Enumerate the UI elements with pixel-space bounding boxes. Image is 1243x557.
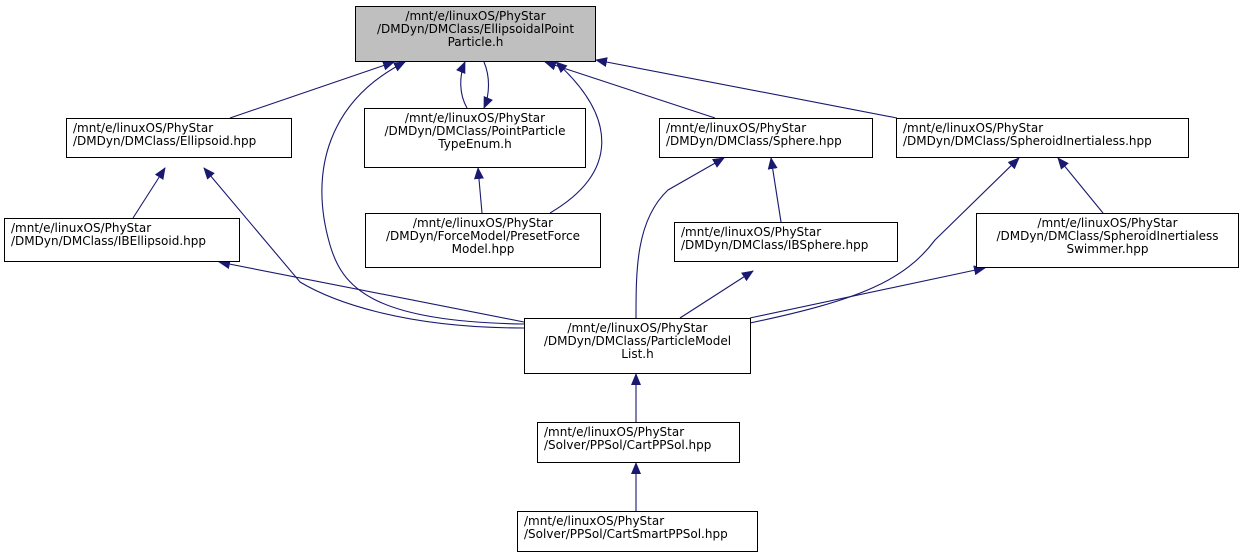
node-spheroid-inertialess-swimmer[interactable]: /mnt/e/linuxOS/PhyStar /DMDyn/DMClass/Sp… <box>976 213 1239 268</box>
edge-particle-model-list-to-ellipsoid <box>203 167 525 329</box>
node-spheroid-inertialess[interactable]: /mnt/e/linuxOS/PhyStar /DMDyn/DMClass/Sp… <box>896 118 1189 158</box>
node-line: /mnt/e/linuxOS/PhyStar <box>567 321 708 335</box>
node-ellipsoid[interactable]: /mnt/e/linuxOS/PhyStar /DMDyn/DMClass/El… <box>66 118 292 158</box>
node-preset-force-model[interactable]: /mnt/e/linuxOS/PhyStar /DMDyn/ForceModel… <box>365 213 601 268</box>
node-particle-model-list[interactable]: /mnt/e/linuxOS/PhyStar /DMDyn/DMClass/Pa… <box>524 318 751 374</box>
node-ellipsoidal-point-particle: /mnt/e/linuxOS/PhyStar /DMDyn/DMClass/El… <box>355 6 596 62</box>
edge-spheroid-inertialess-swimmer-to-spheroid-inertialess <box>1057 157 1104 214</box>
node-line: /mnt/e/linuxOS/PhyStar <box>903 121 1044 135</box>
node-line: /mnt/e/linuxOS/PhyStar <box>412 216 554 230</box>
edge-point-particle-type-enum-to-ellipsoidal-point-particle <box>456 61 468 109</box>
edge-particle-model-list-to-ib-sphere <box>679 270 754 319</box>
node-sphere[interactable]: /mnt/e/linuxOS/PhyStar /DMDyn/DMClass/Sp… <box>659 118 873 158</box>
edge-ellipsoidal-point-particle-to-point-particle-type-enum <box>483 61 493 109</box>
node-line: /DMDyn/DMClass/SpheroidInertialess <box>996 229 1219 243</box>
edge-ellipsoid-to-ellipsoidal-point-particle <box>229 60 395 119</box>
edge-preset-force-model-to-ellipsoidal-point-particle <box>549 61 603 214</box>
node-ib-ellipsoid[interactable]: /mnt/e/linuxOS/PhyStar /DMDyn/DMClass/IB… <box>4 218 240 262</box>
node-line: /Solver/PPSol/CartSmartPPSol.hpp <box>524 527 728 541</box>
node-line: /DMDyn/DMClass/ParticleModel <box>543 334 732 348</box>
node-line: List.h <box>621 347 654 361</box>
node-line: /mnt/e/linuxOS/PhyStar <box>1037 216 1178 230</box>
node-line: Swimmer.hpp <box>1066 242 1149 256</box>
node-line: /DMDyn/ForceModel/PresetForce <box>385 229 581 243</box>
node-line: /mnt/e/linuxOS/PhyStar <box>11 221 152 235</box>
node-line: /DMDyn/DMClass/PointParticle <box>384 124 566 138</box>
node-line: /mnt/e/linuxOS/PhyStar <box>524 514 665 528</box>
node-ib-sphere[interactable]: /mnt/e/linuxOS/PhyStar /DMDyn/DMClass/IB… <box>674 222 898 262</box>
node-line: /mnt/e/linuxOS/PhyStar <box>666 121 807 135</box>
edge-ib-ellipsoid-to-ellipsoid <box>132 167 166 219</box>
node-line: /mnt/e/linuxOS/PhyStar <box>73 121 214 135</box>
node-point-particle-type-enum[interactable]: /mnt/e/linuxOS/PhyStar /DMDyn/DMClass/Po… <box>364 108 586 168</box>
node-line: /mnt/e/linuxOS/PhyStar <box>544 425 685 439</box>
node-line: /DMDyn/DMClass/SpheroidInertialess.hpp <box>903 134 1152 148</box>
edge-particle-model-list-to-spheroid-inertialess-swimmer <box>749 265 986 319</box>
node-line: /DMDyn/DMClass/IBSphere.hpp <box>681 238 869 252</box>
node-line: /DMDyn/DMClass/IBEllipsoid.hpp <box>11 234 207 248</box>
edge-sphere-to-ellipsoidal-point-particle <box>544 60 716 119</box>
node-line: /DMDyn/DMClass/EllipsoidalPoint <box>376 22 575 36</box>
node-line: /Solver/PPSol/CartPPSol.hpp <box>544 438 712 452</box>
edge-particle-model-list-to-spheroid-inertialess <box>749 157 1020 324</box>
node-line: /DMDyn/DMClass/Sphere.hpp <box>666 134 842 148</box>
node-line: /mnt/e/linuxOS/PhyStar <box>405 9 546 23</box>
edge-particle-model-list-to-sphere <box>635 157 725 319</box>
node-cart-smart-pp-sol[interactable]: /mnt/e/linuxOS/PhyStar /Solver/PPSol/Car… <box>517 511 758 552</box>
node-line: /mnt/e/linuxOS/PhyStar <box>404 111 546 125</box>
node-line: /mnt/e/linuxOS/PhyStar <box>681 225 822 239</box>
edge-preset-force-model-to-point-particle-type-enum <box>473 167 484 214</box>
edge-spheroid-inertialess-to-ellipsoidal-point-particle <box>595 57 898 119</box>
node-line: Particle.h <box>447 35 504 49</box>
node-line: /DMDyn/DMClass/Ellipsoid.hpp <box>73 134 257 148</box>
node-line: TypeEnum.h <box>438 137 512 151</box>
edge-ib-sphere-to-sphere <box>767 157 782 223</box>
edge-particle-model-list-to-ib-ellipsoid <box>218 259 525 323</box>
node-line: Model.hpp <box>451 242 515 256</box>
edge-particle-model-list-to-ellipsoidal-point-particle <box>321 61 525 325</box>
node-cart-pp-sol[interactable]: /mnt/e/linuxOS/PhyStar /Solver/PPSol/Car… <box>537 422 740 463</box>
